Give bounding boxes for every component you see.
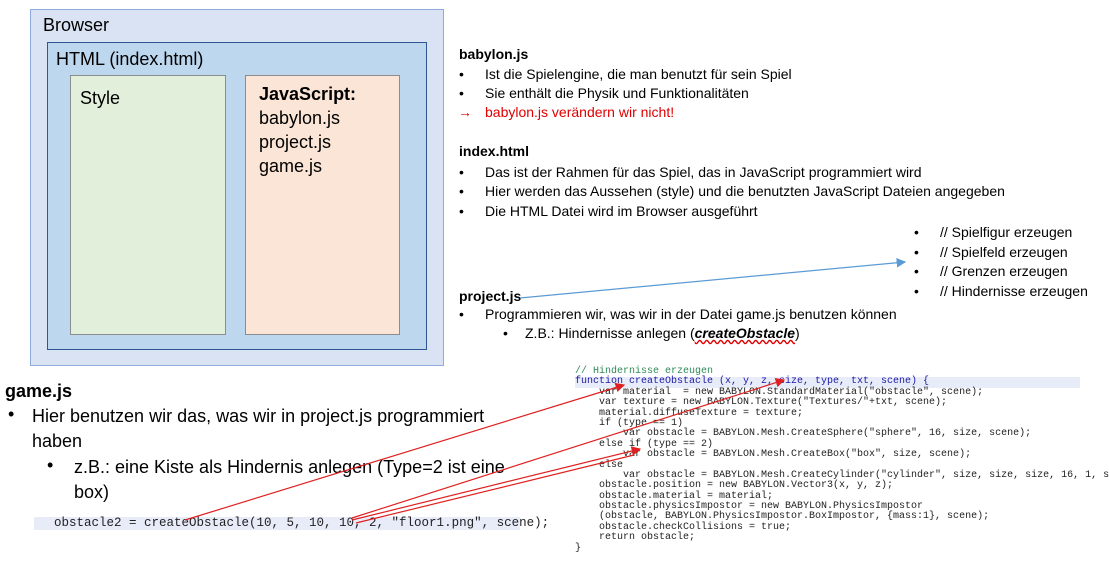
code-block: // Hindernisse erzeugen function createO…	[575, 366, 1109, 554]
code-line: else	[575, 459, 624, 471]
code-line: var material = new BABYLON.StandardMater…	[575, 386, 984, 398]
style-box	[70, 75, 226, 335]
game-bullet: Hier benutzen wir das, was wir in projec…	[32, 406, 485, 451]
index-bullet: Hier werden das Aussehen (style) und die…	[485, 183, 1005, 199]
red-arrow	[184, 382, 626, 521]
code-line: else if (type == 2)	[575, 438, 714, 450]
code-line: }	[575, 542, 582, 554]
bullet: •	[914, 283, 919, 299]
bullet: •	[8, 404, 15, 424]
html-label: HTML (index.html)	[56, 49, 204, 69]
comment-item: // Hindernisse erzeugen	[940, 283, 1088, 299]
code-line: function createObstacle (x, y, z, size, …	[575, 376, 1080, 388]
bullet: •	[459, 164, 464, 180]
js-file: game.js	[259, 156, 323, 176]
comment-item: // Spielfeld erzeugen	[940, 244, 1068, 260]
browser-label: Browser	[43, 15, 110, 35]
js-file: project.js	[259, 132, 332, 152]
js-file: babylon.js	[259, 108, 341, 128]
project-bullet: Programmieren wir, was wir in der Datei …	[485, 306, 897, 322]
project-sub-func: createObstacle	[694, 325, 796, 341]
code-line: (obstacle, BABYLON.PhysicsImpostor.BoxIm…	[575, 511, 990, 523]
code-line: var obstacle = BABYLON.Mesh.CreateSphere…	[575, 428, 1032, 440]
red-arrow	[351, 377, 786, 519]
game-code-line: obstacle2 = createObstacle(10, 5, 10, 10…	[34, 517, 549, 530]
code-line: obstacle.position = new BABYLON.Vector3(…	[575, 480, 894, 492]
index-title: index.html	[459, 143, 530, 159]
project-title: project.js	[459, 288, 522, 304]
bullet: •	[459, 203, 464, 219]
game-title: game.js	[5, 381, 73, 401]
red-arrow	[351, 446, 642, 521]
code-line: obstacle.checkCollisions = true;	[575, 521, 792, 533]
bullet: •	[503, 325, 508, 341]
babylon-bullet: Ist die Spielengine, die man benutzt für…	[485, 66, 792, 82]
comment-item: // Grenzen erzeugen	[940, 263, 1068, 279]
project-sub: Z.B.: Hindernisse anlegen (createObstacl…	[525, 325, 800, 341]
babylon-bullet: Sie enthält die Physik und Funktionalitä…	[485, 85, 749, 101]
js-title: JavaScript:	[259, 84, 357, 104]
bullet: •	[459, 66, 464, 82]
code-line: // Hindernisse erzeugen	[575, 366, 714, 377]
style-label: Style	[80, 88, 121, 108]
bullet: •	[914, 244, 919, 260]
game-sub: z.B.: eine Kiste als Hindernis anlegen (…	[74, 457, 505, 502]
code-line: if (type == 1)	[575, 417, 684, 429]
code-line: obstacle.material = material;	[575, 490, 774, 502]
blue-arrow	[519, 258, 907, 299]
code-line: var texture = new BABYLON.Texture("Textu…	[575, 397, 948, 409]
bullet: •	[914, 263, 919, 279]
project-sub-suffix: )	[795, 325, 800, 341]
bullet: •	[459, 183, 464, 199]
bullet: •	[914, 224, 919, 240]
code-line: material.diffuseTexture = texture;	[575, 407, 804, 419]
index-bullet: Die HTML Datei wird im Browser ausgeführ…	[485, 203, 758, 219]
red-arrow	[355, 454, 635, 524]
bullet: •	[459, 306, 464, 322]
code-line: return obstacle;	[575, 532, 696, 544]
babylon-warning: babylon.js verändern wir nicht!	[485, 104, 675, 120]
bullet: •	[459, 85, 464, 101]
comment-item: // Spielfigur erzeugen	[940, 224, 1073, 240]
project-sub-prefix: Z.B.: Hindernisse anlegen (	[525, 325, 695, 341]
index-bullet: Das ist der Rahmen für das Spiel, das in…	[485, 164, 922, 180]
code-line: obstacle.physicsImpostor = new BABYLON.P…	[575, 501, 924, 513]
arrow-right-icon: →	[458, 104, 472, 120]
bullet: •	[47, 455, 54, 475]
babylon-title: babylon.js	[459, 46, 529, 62]
js-box	[245, 75, 400, 335]
